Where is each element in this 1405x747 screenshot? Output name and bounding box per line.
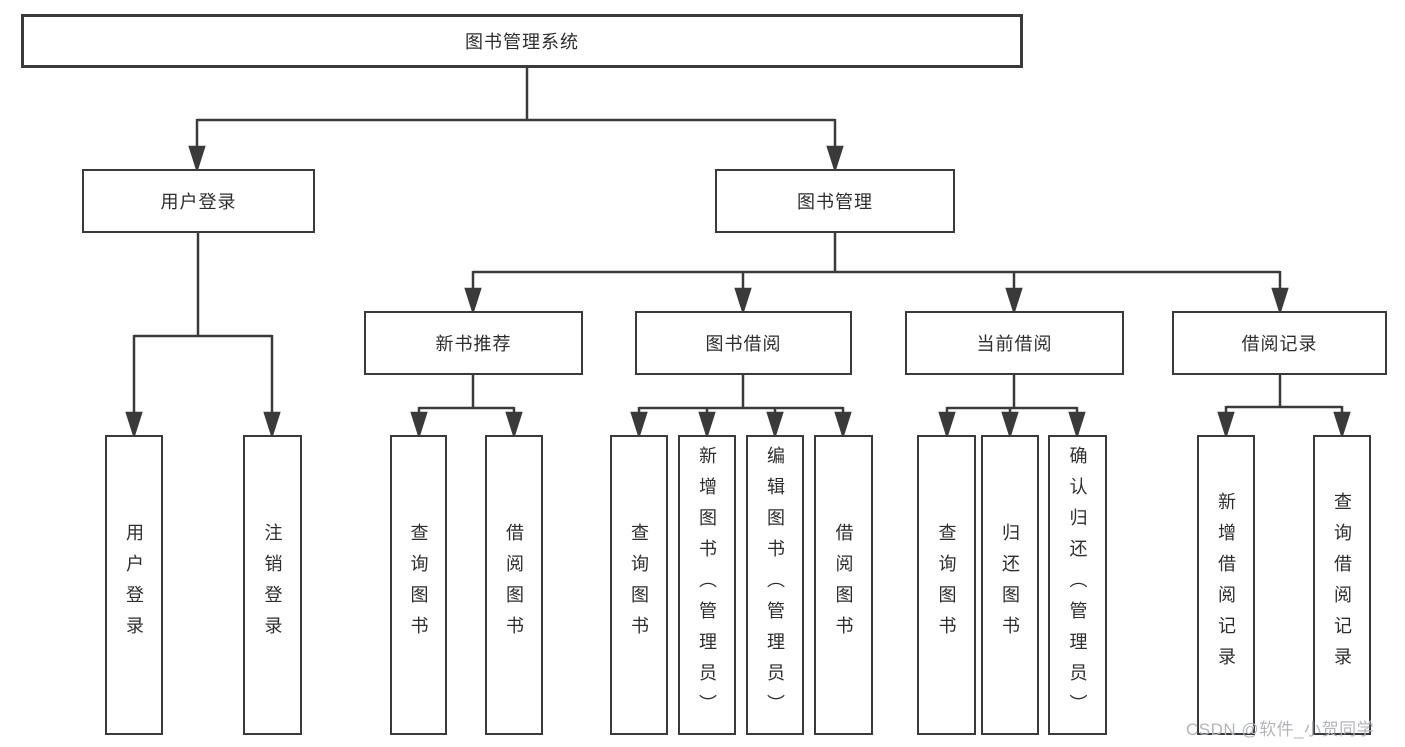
leaf-borrow-book-recommend-label: 借阅图书 [504,523,524,647]
leaf-edit-book-admin: 编辑图书（管理员） [746,435,804,735]
arrowhead [505,411,523,440]
leaf-add-borrow-record: 新增借阅记录 [1197,435,1255,735]
leaf-logout: 注销登录 [243,435,302,735]
leaf-query-book-current-label: 查询图书 [936,523,957,647]
leaf-query-borrow-record: 查询借阅记录 [1313,435,1371,735]
node-book-management-label: 图书管理 [797,192,873,212]
leaf-user-login: 用户登录 [105,435,163,735]
arrowhead [464,287,482,316]
leaf-user-login-label: 用户登录 [124,523,144,647]
leaf-add-book-admin: 新增图书（管理员） [678,435,736,735]
leaf-return-book-label: 归还图书 [1000,523,1020,647]
arrowhead [1005,287,1023,316]
leaf-borrow-book-recommend: 借阅图书 [485,435,543,735]
arrowhead [263,411,281,440]
leaf-logout-label: 注销登录 [262,523,283,647]
arrowhead [1217,411,1235,440]
node-current-borrow: 当前借阅 [905,311,1124,375]
arrowhead [188,145,206,174]
node-user-login-label: 用户登录 [160,192,237,212]
node-current-borrow-label: 当前借阅 [976,334,1053,354]
node-book-borrow: 图书借阅 [635,311,852,375]
leaf-confirm-return-admin: 确认归还（管理员） [1048,435,1107,735]
arrowhead [1001,411,1019,440]
leaf-add-book-admin-label: 新增图书（管理员） [697,445,717,725]
node-borrow-record: 借阅记录 [1172,311,1387,375]
arrowhead [410,411,428,440]
arrowhead [1271,287,1289,316]
leaf-query-book-current: 查询图书 [917,435,976,735]
leaf-query-book-borrow-label: 查询图书 [629,523,649,647]
csdn-watermark: CSDN @软件_小贺同学 [1186,720,1375,739]
arrowhead [826,145,844,174]
node-new-book-recommend-label: 新书推荐 [435,334,512,354]
arrowhead [766,411,784,440]
leaf-return-book: 归还图书 [981,435,1039,735]
leaf-edit-book-admin-label: 编辑图书（管理员） [765,445,785,725]
arrowhead [734,287,752,316]
arrowhead [125,411,143,440]
arrowhead [1068,411,1086,440]
node-root-label: 图书管理系统 [465,32,579,52]
leaf-query-book-recommend: 查询图书 [390,435,447,735]
arrowhead [1333,411,1351,440]
leaf-confirm-return-admin-label: 确认归还（管理员） [1067,445,1088,725]
node-borrow-record-label: 借阅记录 [1241,334,1318,354]
leaf-borrow-book: 借阅图书 [814,435,873,735]
leaf-borrow-book-label: 借阅图书 [833,523,854,647]
node-book-borrow-label: 图书借阅 [705,334,782,354]
node-new-book-recommend: 新书推荐 [364,311,583,375]
node-user-login: 用户登录 [82,169,315,233]
arrowhead [698,411,716,440]
arrowhead [834,411,852,440]
arrowhead [630,411,648,440]
node-book-management: 图书管理 [715,169,955,233]
leaf-query-book-borrow: 查询图书 [610,435,668,735]
leaf-query-book-recommend-label: 查询图书 [408,523,429,647]
arrowhead [938,411,956,440]
node-root: 图书管理系统 [21,14,1023,68]
leaf-query-borrow-record-label: 查询借阅记录 [1332,492,1352,678]
leaf-add-borrow-record-label: 新增借阅记录 [1216,492,1236,678]
